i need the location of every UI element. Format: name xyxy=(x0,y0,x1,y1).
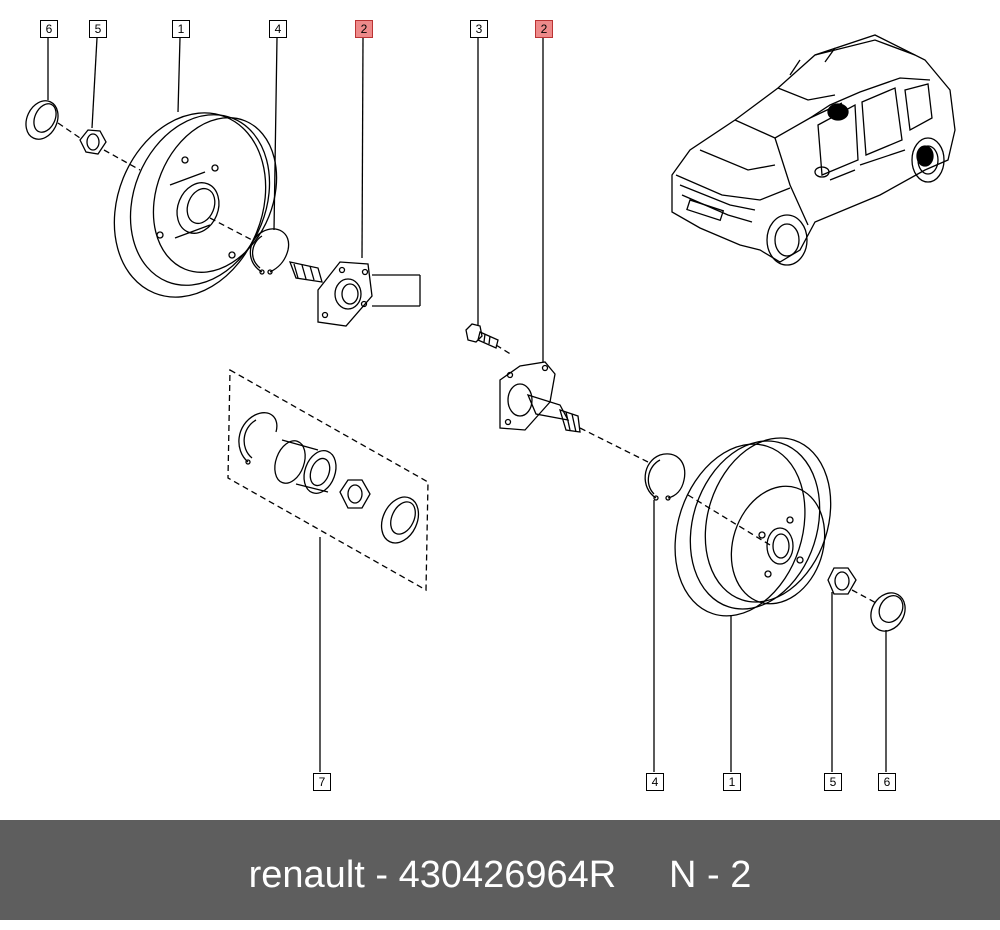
callout-5-left: 5 xyxy=(89,20,107,38)
part-caption: renault - 430426964R N - 2 xyxy=(248,854,752,896)
hub-axle-right xyxy=(499,361,581,433)
hub-nut-right xyxy=(827,567,857,595)
callout-6-right: 6 xyxy=(878,773,896,791)
callout-4-right: 4 xyxy=(646,773,664,791)
leader-lines-left xyxy=(47,37,421,772)
callout-5-right: 5 xyxy=(824,773,842,791)
wheel-location-marker xyxy=(827,103,934,167)
circlip-right xyxy=(644,453,686,501)
callout-7: 7 xyxy=(313,773,331,791)
bearing-kit-box xyxy=(227,368,429,592)
callout-4-left: 4 xyxy=(269,20,287,38)
bolt xyxy=(465,323,499,349)
callout-1-left: 1 xyxy=(172,20,190,38)
circlip-left xyxy=(249,228,290,275)
hub-axle-left xyxy=(288,261,373,327)
brake-drum-right xyxy=(674,437,832,617)
grease-cap-left xyxy=(25,100,59,140)
callout-1-right: 1 xyxy=(723,773,741,791)
callout-6-left: 6 xyxy=(40,20,58,38)
exploded-parts-diagram xyxy=(25,34,956,772)
brake-drum-left xyxy=(113,112,278,298)
callout-2-left-highlighted: 2 xyxy=(355,20,373,38)
hub-nut-left xyxy=(79,129,107,155)
callout-3: 3 xyxy=(470,20,488,38)
vehicle-illustration xyxy=(671,34,956,266)
leader-lines-right xyxy=(477,38,887,772)
grease-cap-right xyxy=(870,592,906,632)
callout-2-right-highlighted: 2 xyxy=(535,20,553,38)
footer-bar: renault - 430426964R N - 2 xyxy=(0,820,1000,920)
